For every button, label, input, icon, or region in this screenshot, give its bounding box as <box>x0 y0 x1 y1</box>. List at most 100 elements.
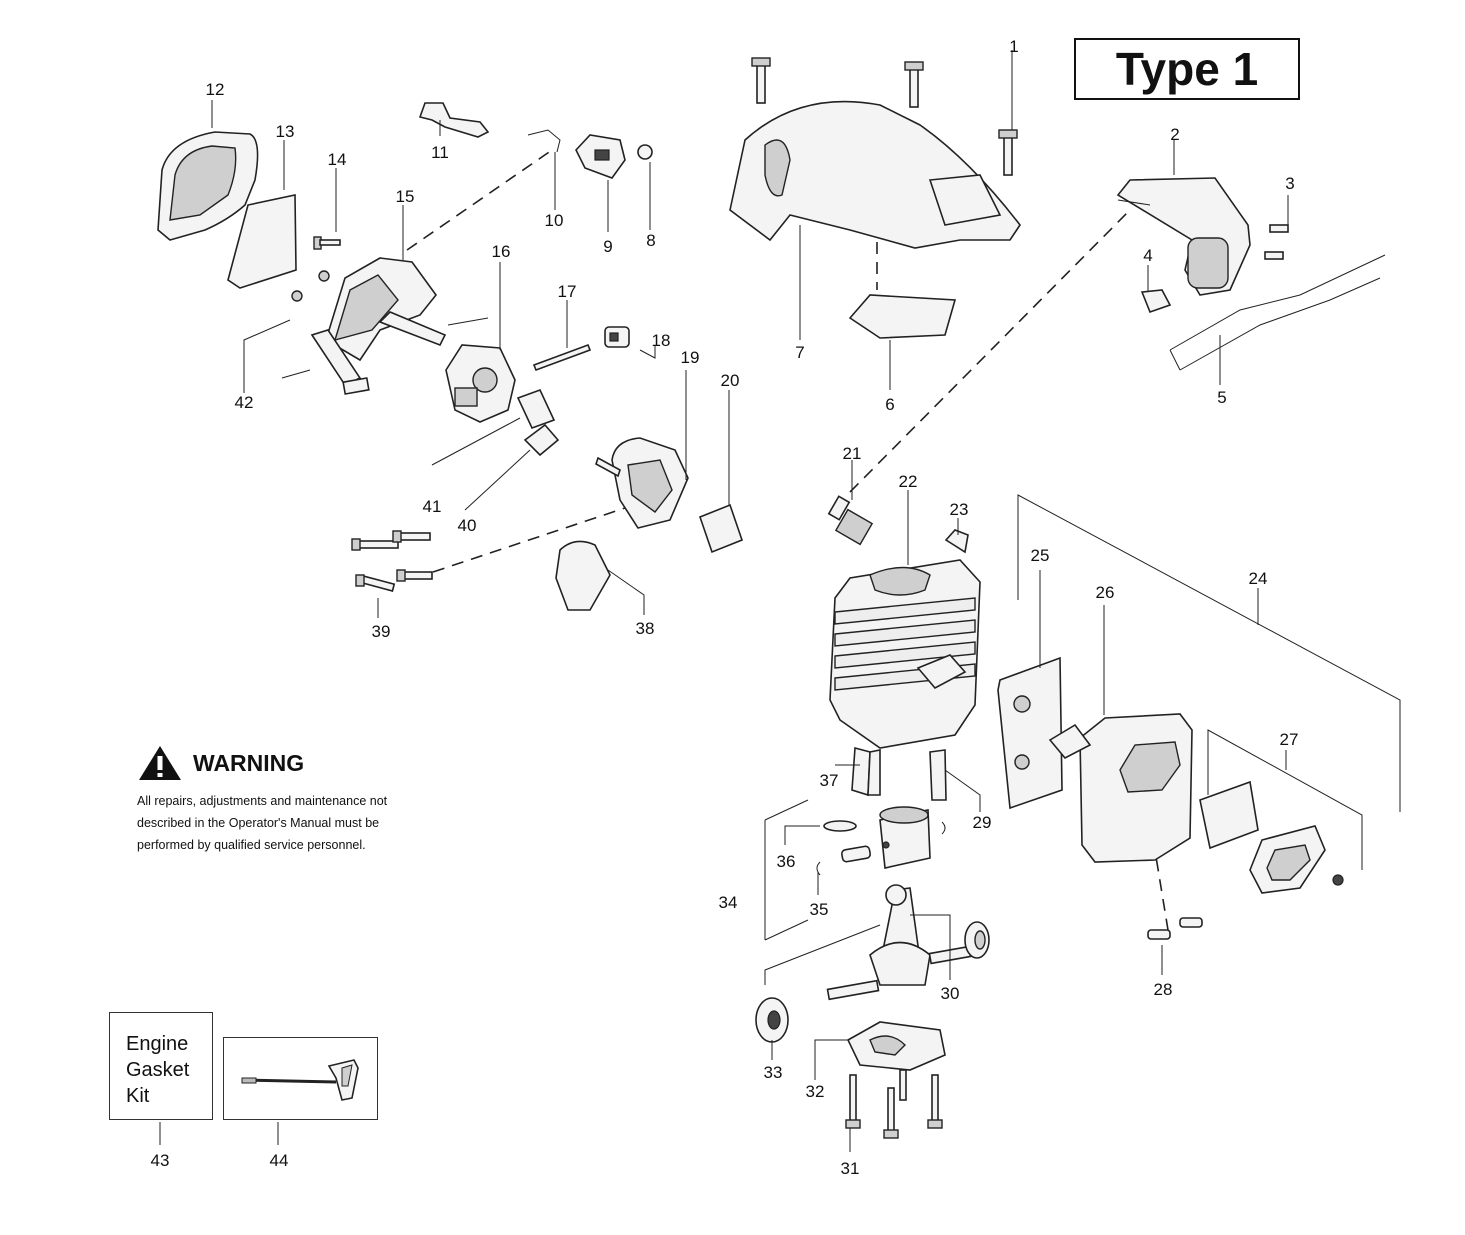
part-20-gasket <box>698 503 744 554</box>
callout-leaders <box>159 50 1289 1152</box>
part-16-carburetor <box>445 344 516 423</box>
callout-25: 25 <box>1031 546 1050 565</box>
part-9-switch <box>575 134 626 179</box>
part-14-screw <box>313 236 341 250</box>
part-37-gasket <box>851 746 881 797</box>
callout-19: 19 <box>681 348 700 367</box>
part-3-screw <box>1269 224 1289 233</box>
callout-31: 31 <box>841 1159 860 1178</box>
callout-37: 37 <box>820 771 839 790</box>
callout-8: 8 <box>646 231 655 250</box>
bracket-24 <box>1017 494 1401 812</box>
part-34-pin <box>841 845 871 863</box>
warning-triangle-icon <box>139 746 181 780</box>
part-1-screws <box>751 57 1018 176</box>
part-8-washer <box>637 144 653 160</box>
kit-label-line: Engine <box>126 1033 189 1055</box>
callout-2: 2 <box>1170 125 1179 144</box>
callout-6: 6 <box>885 395 894 414</box>
callout-21: 21 <box>843 444 862 463</box>
part-22-cylinder <box>829 559 981 749</box>
dash-line-spark-coil <box>849 209 1131 493</box>
callout-5: 5 <box>1217 388 1226 407</box>
callout-38: 38 <box>636 619 655 638</box>
callout-20: 20 <box>721 371 740 390</box>
part-19-intake-flange <box>595 437 689 529</box>
warning-line: performed by qualified service personnel… <box>137 838 366 852</box>
callout-9: 9 <box>603 237 612 256</box>
callout-3: 3 <box>1285 174 1294 193</box>
callout-32: 32 <box>806 1082 825 1101</box>
callout-23: 23 <box>950 500 969 519</box>
part-13-filter <box>227 194 297 289</box>
part-10-spring <box>527 129 561 153</box>
warning-notice: WARNING All repairs, adjustments and mai… <box>137 744 457 856</box>
dash-line-carb-link <box>406 147 556 251</box>
part-11-lever <box>418 102 490 138</box>
callout-28: 28 <box>1154 980 1173 999</box>
part-33-bearing <box>755 997 789 1043</box>
warning-body: All repairs, adjustments and maintenance… <box>137 790 457 856</box>
callout-18: 18 <box>652 331 671 350</box>
part-14-nut <box>318 270 330 282</box>
part-36-ring <box>823 820 857 832</box>
callout-35: 35 <box>810 900 829 919</box>
callout-30: 30 <box>941 984 960 1003</box>
part-15-filter-base <box>281 257 489 395</box>
callout-10: 10 <box>545 211 564 230</box>
part-3-screw-2 <box>1264 251 1284 260</box>
callout-36: 36 <box>777 852 796 871</box>
callout-numbers: 1 2 3 4 5 6 7 8 9 10 11 12 13 14 15 16 1… <box>151 37 1299 1178</box>
callout-14: 14 <box>328 150 347 169</box>
part-25-gasket <box>997 656 1063 810</box>
callout-17: 17 <box>558 282 577 301</box>
callout-33: 33 <box>764 1063 783 1082</box>
part-40-gasket <box>523 423 560 457</box>
callout-15: 15 <box>396 187 415 206</box>
warning-line: described in the Operator's Manual must … <box>137 816 380 830</box>
part-27-cover <box>1249 825 1326 894</box>
callout-41: 41 <box>423 497 442 516</box>
part-32-crankcase <box>846 1021 946 1071</box>
part-26-muffler <box>1048 713 1193 863</box>
part-29-gasket <box>929 749 947 801</box>
part-6-label <box>848 294 957 339</box>
part-28-screws <box>1147 917 1203 940</box>
callout-11: 11 <box>431 143 449 162</box>
callout-29: 29 <box>973 813 992 832</box>
combination-wrench-icon <box>241 1059 359 1101</box>
tool-box-44 <box>223 1037 378 1120</box>
callout-24: 24 <box>1249 569 1268 588</box>
part-30-bearing <box>964 921 990 959</box>
bracket-27 <box>1207 729 1363 870</box>
callout-26: 26 <box>1096 583 1115 602</box>
part-42-nut <box>291 290 303 302</box>
part-41-intake-tube <box>516 388 556 430</box>
warning-title: WARNING <box>193 749 305 776</box>
part-27-nut <box>1332 874 1344 886</box>
kit-label-line: Kit <box>126 1085 150 1107</box>
warning-header: WARNING <box>137 744 457 782</box>
part-31-screws <box>845 1069 943 1139</box>
part-7-top-cover <box>729 100 1021 249</box>
callout-34: 34 <box>719 893 738 912</box>
part-35-clip <box>816 861 821 876</box>
callout-40: 40 <box>458 516 477 535</box>
callout-12: 12 <box>206 80 225 99</box>
type-badge: Type 1 <box>1074 38 1300 100</box>
callout-27: 27 <box>1280 730 1299 749</box>
dash-line-screws <box>432 507 626 573</box>
part-38-seal <box>555 540 611 611</box>
part-23-clip <box>944 529 969 554</box>
part-17-rod <box>532 343 592 372</box>
part-39-screws <box>351 530 433 592</box>
kit-label-line: Gasket <box>126 1059 190 1081</box>
engine-gasket-kit-box: Engine Gasket Kit <box>109 1012 213 1120</box>
callout-43: 43 <box>151 1151 170 1170</box>
part-12-filter-cover <box>157 131 259 241</box>
part-27-screen <box>1199 780 1259 850</box>
callout-42: 42 <box>235 393 254 412</box>
warning-line: All repairs, adjustments and maintenance… <box>137 794 388 808</box>
part-2-ignition-coil <box>1116 177 1251 296</box>
